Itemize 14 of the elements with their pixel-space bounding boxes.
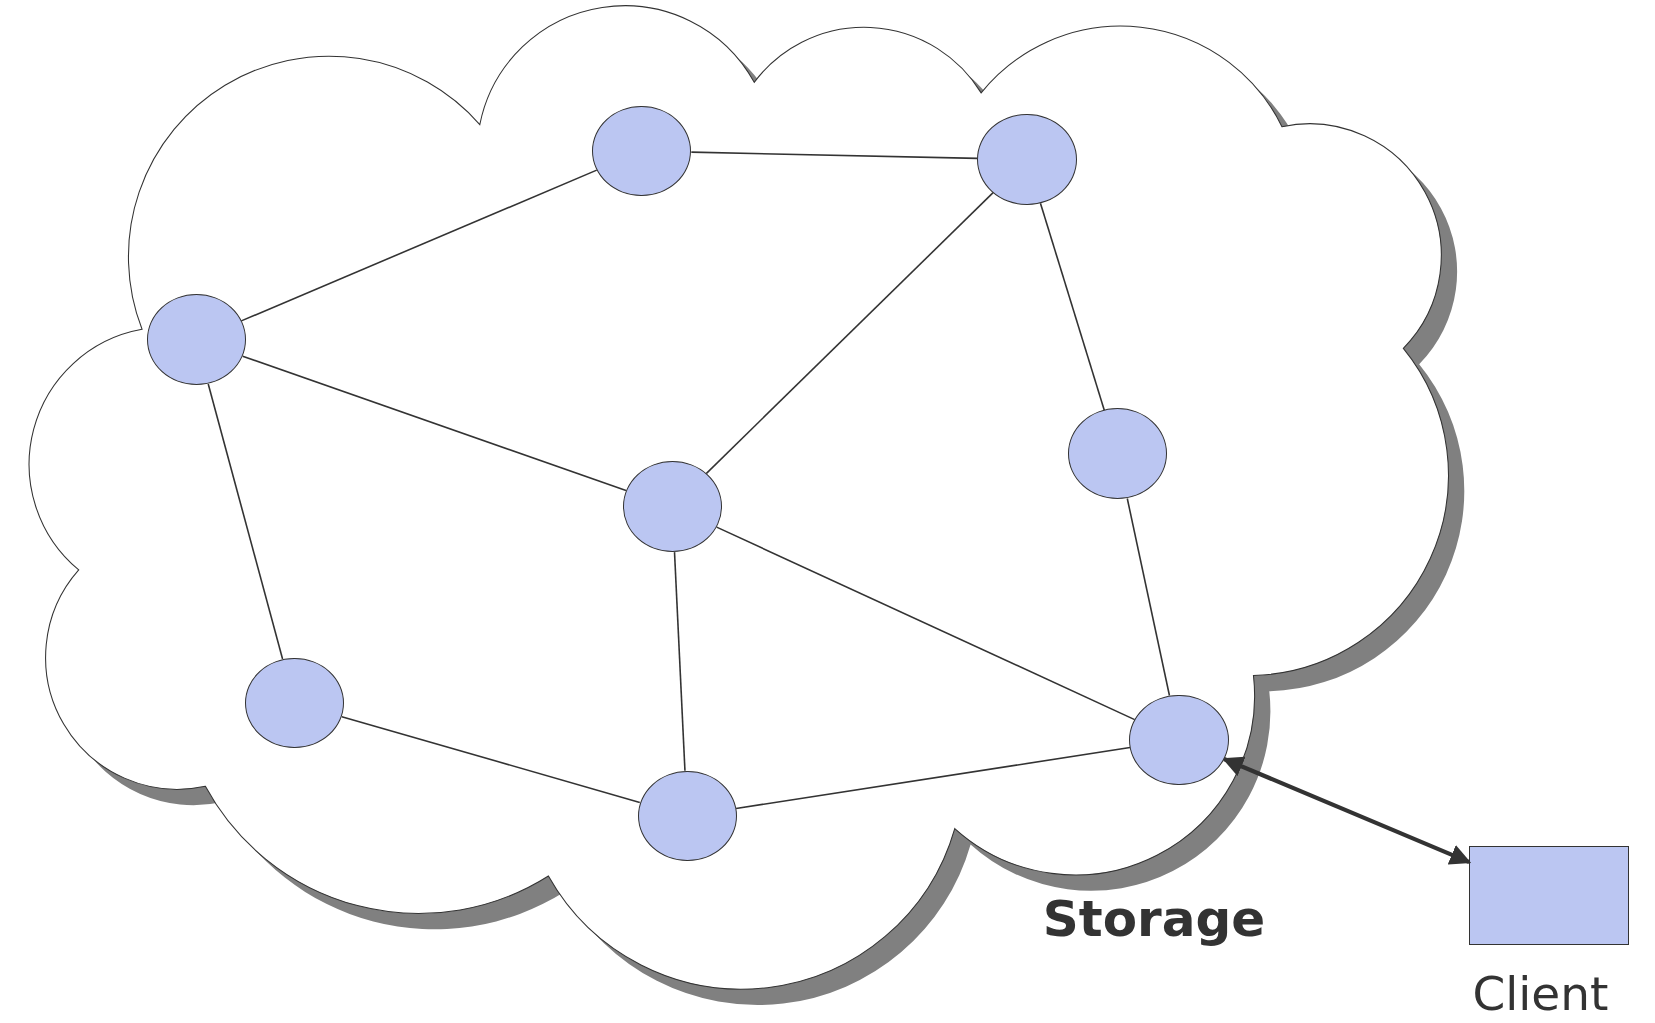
connector-line bbox=[1039, 202, 1106, 412]
cloud-label: Storage bbox=[1042, 889, 1266, 948]
client-label: Client bbox=[1472, 965, 1609, 1021]
connector-line bbox=[240, 169, 598, 322]
connector-line bbox=[690, 151, 979, 160]
connector-line bbox=[1126, 497, 1171, 697]
double-arrow bbox=[1222, 756, 1472, 865]
connector-line bbox=[341, 715, 641, 804]
connector-line bbox=[735, 746, 1131, 810]
connector-line bbox=[715, 526, 1136, 721]
connector-line bbox=[673, 551, 686, 772]
connector-line bbox=[705, 191, 994, 475]
connector-line bbox=[241, 355, 627, 492]
connector-line bbox=[207, 383, 284, 660]
